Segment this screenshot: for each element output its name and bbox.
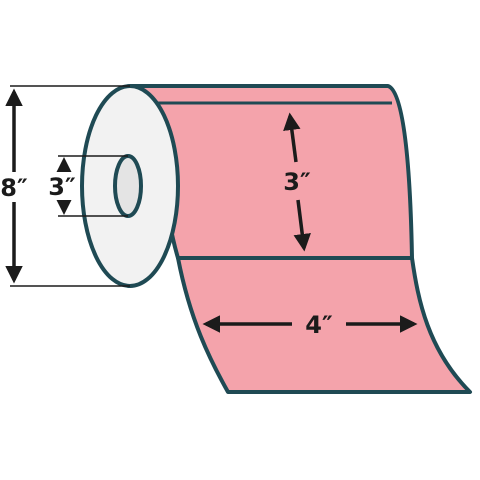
- core-diameter-label-bg: [46, 172, 80, 200]
- unrolled-label-strip: [176, 256, 472, 394]
- outer-diameter-label: 8″: [0, 174, 28, 202]
- label-height-arrow-bottom: [293, 199, 311, 252]
- core-hole: [113, 154, 143, 218]
- core-diameter-label: 3″: [48, 173, 76, 201]
- label-height-label: 3″: [283, 168, 311, 196]
- label-height-arrow-top: [283, 112, 301, 163]
- label-width-label: 4″: [305, 311, 333, 339]
- outer-diameter-label-bg: [0, 172, 28, 202]
